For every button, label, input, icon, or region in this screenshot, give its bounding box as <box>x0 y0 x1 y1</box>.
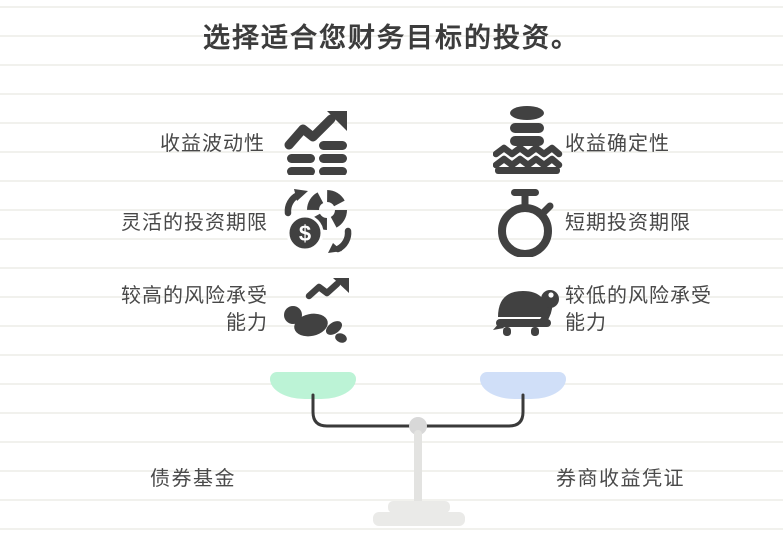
money-cycle-icon: $ <box>284 189 352 255</box>
scale-base-lower <box>373 512 465 526</box>
scale-beam <box>311 393 525 435</box>
stopwatch-icon <box>494 187 560 257</box>
result-label-broker-income-certificate: 券商收益凭证 <box>556 468 685 490</box>
label-line-1: 较低的风险承受 <box>565 285 712 307</box>
scale-base-upper <box>388 501 450 513</box>
feature-label-low-risk-tolerance: 较低的风险承受 能力 <box>565 283 777 337</box>
label-line-2: 能力 <box>565 312 607 334</box>
turtle-icon <box>493 275 561 343</box>
dollar-sign-glyph: $ <box>299 221 311 246</box>
feature-label-high-risk-tolerance: 较高的风险承受 能力 <box>40 283 268 337</box>
label-line-1: 较高的风险承受 <box>121 285 268 307</box>
risk-runner-icon <box>283 277 353 343</box>
feature-label-return-volatility: 收益波动性 <box>160 133 265 155</box>
label-line-2: 能力 <box>226 312 268 334</box>
feature-label-return-certainty: 收益确定性 <box>565 133 670 155</box>
result-label-bond-fund: 债券基金 <box>150 468 236 490</box>
page-title: 选择适合您财务目标的投资。 <box>203 23 580 53</box>
scale-post <box>414 430 422 505</box>
feature-label-flexible-term: 灵活的投资期限 <box>121 212 268 234</box>
stable-coins-on-water-icon <box>493 104 563 176</box>
scale-pivot <box>409 417 427 435</box>
volatility-trend-chart-icon <box>283 109 353 175</box>
feature-label-short-term: 短期投资期限 <box>565 212 691 234</box>
